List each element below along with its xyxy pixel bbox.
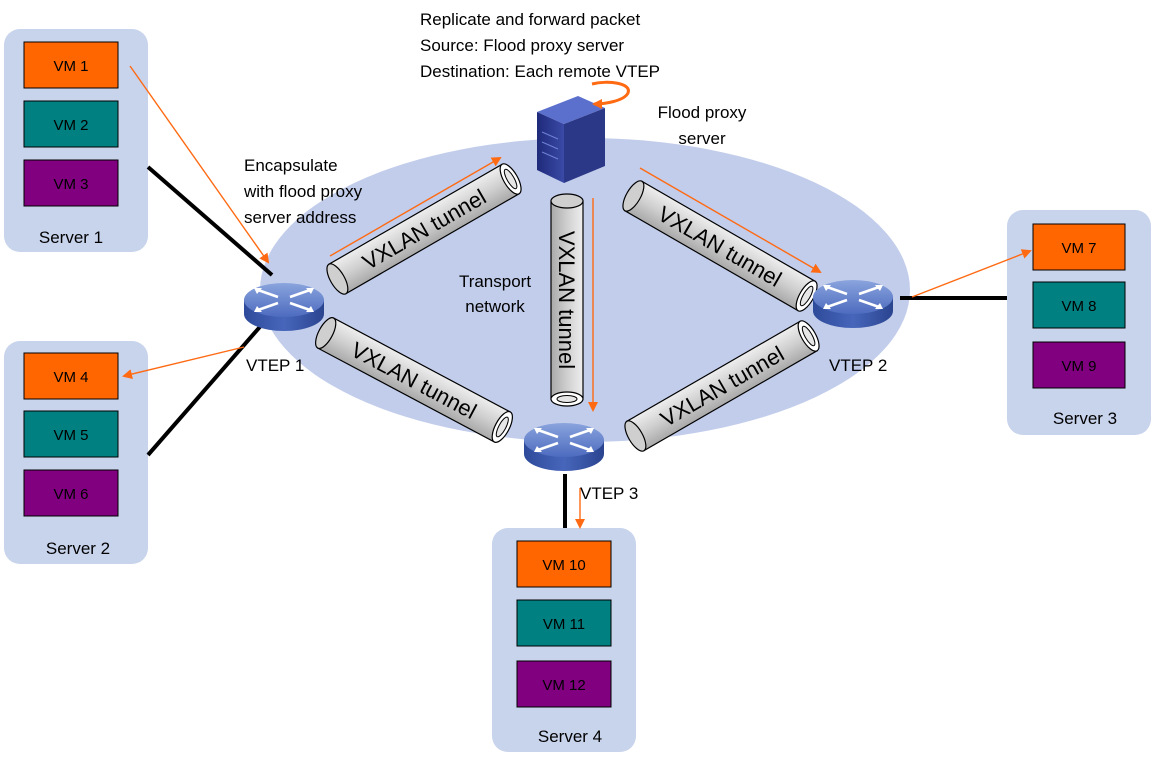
vm-box: VM 10 bbox=[516, 540, 612, 588]
svg-text:network: network bbox=[465, 297, 525, 316]
svg-text:server address: server address bbox=[244, 208, 356, 227]
arrow-vtep1-to-proxy bbox=[329, 157, 502, 257]
link-server2-vtep1 bbox=[146, 311, 274, 457]
transport-network-label: Transport network bbox=[459, 272, 531, 316]
vm-label: VM 7 bbox=[1061, 240, 1096, 257]
server-4-label: Server 4 bbox=[538, 727, 602, 746]
flood-proxy-server-icon bbox=[537, 96, 605, 183]
vm-label: VM 2 bbox=[53, 117, 88, 134]
replicate-loop-arrow bbox=[591, 80, 630, 109]
vm-label: VM 1 bbox=[53, 58, 88, 75]
vtep-3-label: VTEP 3 bbox=[580, 484, 638, 503]
replicate-annotation: Replicate and forward packet Source: Flo… bbox=[420, 10, 660, 81]
svg-text:Flood proxy: Flood proxy bbox=[658, 103, 747, 122]
vm-label: VM 6 bbox=[53, 486, 88, 503]
svg-text:Source: Flood proxy server: Source: Flood proxy server bbox=[420, 36, 624, 55]
arrow-vtep2-to-vm7 bbox=[911, 249, 1032, 298]
svg-text:Destination: Each remote VTEP: Destination: Each remote VTEP bbox=[420, 62, 660, 81]
vm-label: VM 12 bbox=[542, 677, 585, 694]
svg-text:server: server bbox=[678, 129, 726, 148]
arrow-vtep1-to-vm4 bbox=[122, 346, 245, 379]
server-2-label: Server 2 bbox=[46, 539, 110, 558]
svg-text:Replicate and forward packet: Replicate and forward packet bbox=[420, 10, 640, 29]
vtep-1-label: VTEP 1 bbox=[246, 356, 304, 375]
vm-label: VM 11 bbox=[543, 616, 585, 633]
tunnel-proxy-vtep3: VXLAN tunnel bbox=[550, 193, 584, 407]
server-3-label: Server 3 bbox=[1053, 409, 1117, 428]
vm-box: VM 8 bbox=[1032, 281, 1126, 329]
vm-box: VM 6 bbox=[23, 469, 119, 517]
encapsulate-label: Encapsulate with flood proxy server addr… bbox=[243, 156, 363, 227]
vm-box: VM 9 bbox=[1032, 341, 1126, 389]
vtep-1-router-icon bbox=[244, 283, 324, 331]
vm-box: VM 5 bbox=[23, 410, 119, 458]
flood-proxy-label: Flood proxy server bbox=[658, 103, 747, 148]
arrow-vm1-to-vtep1 bbox=[129, 65, 270, 264]
svg-text:Transport: Transport bbox=[459, 272, 531, 291]
server-1-label: Server 1 bbox=[39, 228, 103, 247]
vm-box: VM 11 bbox=[516, 599, 612, 647]
svg-text:Encapsulate: Encapsulate bbox=[244, 156, 338, 175]
vm-box: VM 3 bbox=[23, 159, 119, 207]
vm-box: VM 2 bbox=[23, 100, 119, 148]
vm-label: VM 5 bbox=[53, 427, 88, 444]
vm-label: VM 8 bbox=[1061, 298, 1096, 315]
vm-box: VM 12 bbox=[516, 660, 612, 708]
svg-text:with flood proxy: with flood proxy bbox=[243, 182, 363, 201]
vm-box: VM 7 bbox=[1032, 223, 1126, 271]
vm-box: VM 1 bbox=[23, 41, 119, 89]
vm-label: VM 3 bbox=[53, 176, 88, 193]
vtep-3-router-icon bbox=[524, 423, 604, 471]
tunnel-label: VXLAN tunnel bbox=[554, 231, 579, 369]
arrow-proxy-to-vtep2 bbox=[639, 167, 822, 274]
vm-label: VM 9 bbox=[1061, 358, 1096, 375]
vm-label: VM 4 bbox=[53, 369, 88, 386]
link-server1-vtep1 bbox=[146, 165, 274, 277]
vtep-2-label: VTEP 2 bbox=[829, 356, 887, 375]
vm-label: VM 10 bbox=[542, 557, 585, 574]
vm-box: VM 4 bbox=[23, 352, 119, 400]
vtep-2-router-icon bbox=[813, 280, 893, 328]
